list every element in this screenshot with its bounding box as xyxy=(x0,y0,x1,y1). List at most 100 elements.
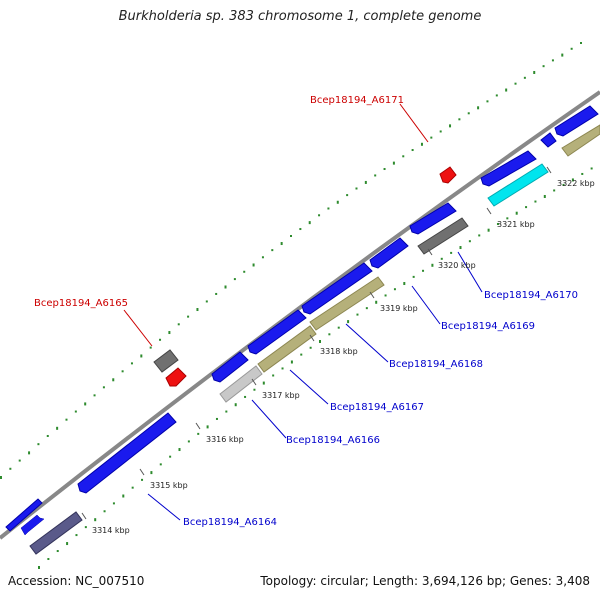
gc-dot xyxy=(561,53,564,57)
gc-dot xyxy=(46,434,49,437)
scale-tick xyxy=(81,512,87,520)
cds-feature[interactable] xyxy=(487,163,549,207)
gc-dot xyxy=(280,242,283,246)
gc-dot xyxy=(486,100,489,103)
gc-dot xyxy=(495,94,498,97)
gc-dot xyxy=(364,180,367,184)
genome-stats-text: Topology: circular; Length: 3,694,126 bp… xyxy=(260,574,590,588)
cds-feature[interactable] xyxy=(20,514,45,536)
cds-feature[interactable] xyxy=(29,511,83,555)
gene-label[interactable]: Bcep18194_A6168 xyxy=(389,359,483,370)
scale-tick xyxy=(546,166,552,174)
tick-label: 3319 kbp xyxy=(380,304,418,313)
trna-feature[interactable] xyxy=(439,166,457,184)
gc-dot xyxy=(300,353,303,356)
gc-dot xyxy=(347,320,350,324)
gene-label[interactable]: Bcep18194_A6171 xyxy=(310,95,404,106)
gene-label[interactable]: Bcep18194_A6165 xyxy=(34,298,128,309)
tick-label: 3314 kbp xyxy=(92,526,130,535)
gc-dot xyxy=(420,142,423,146)
gc-dot xyxy=(319,340,321,343)
cds-feature[interactable] xyxy=(409,202,457,235)
gene-label[interactable]: Bcep18194_A6167 xyxy=(330,402,424,413)
cds-feature[interactable] xyxy=(5,498,43,532)
cds-feature[interactable] xyxy=(301,262,373,315)
gc-dot xyxy=(206,425,209,429)
cds-feature[interactable] xyxy=(540,132,557,148)
gc-dot xyxy=(337,326,340,329)
cds-feature[interactable] xyxy=(219,365,263,403)
gc-dot xyxy=(253,388,256,391)
cds-feature[interactable] xyxy=(561,124,600,157)
gc-dot xyxy=(290,360,293,364)
cds-feature[interactable] xyxy=(247,309,307,355)
gc-dot xyxy=(514,82,517,85)
gene-label[interactable]: Bcep18194_A6169 xyxy=(441,321,535,332)
map-title: Burkholderia sp. 383 chromosome 1, compl… xyxy=(118,9,482,24)
tick-label: 3322 kbp xyxy=(557,179,595,188)
cds-feature[interactable] xyxy=(417,217,469,255)
genome-backbone xyxy=(0,90,600,540)
gc-dot xyxy=(140,354,143,358)
gc-dot xyxy=(121,370,124,373)
scale-tick xyxy=(369,291,375,299)
cds-feature[interactable] xyxy=(211,351,249,383)
gc-dot xyxy=(355,187,358,190)
gc-dot xyxy=(534,200,537,203)
gc-dot xyxy=(487,228,490,232)
gc-dot xyxy=(393,288,396,291)
gc-dot xyxy=(402,155,405,158)
gc-dot xyxy=(205,300,208,303)
gc-dot xyxy=(215,292,218,295)
gc-dot xyxy=(131,486,134,489)
gc-dot xyxy=(356,313,359,316)
gc-dot xyxy=(177,323,180,326)
gc-dot xyxy=(9,467,12,470)
cds-feature[interactable] xyxy=(554,105,599,137)
scale-tick xyxy=(309,334,315,342)
gene-label[interactable]: Bcep18194_A6164 xyxy=(183,517,277,528)
gc-dot xyxy=(130,362,133,365)
gc-dot xyxy=(56,550,59,553)
trna-feature[interactable] xyxy=(165,367,187,387)
gc-dot xyxy=(262,381,265,385)
cds-feature[interactable] xyxy=(257,325,317,373)
scale-tick xyxy=(195,422,201,430)
gc-dot xyxy=(215,417,218,420)
outer-feature-track xyxy=(153,166,457,387)
gc-dot xyxy=(533,70,536,74)
gc-dot xyxy=(94,518,97,522)
gc-dot xyxy=(37,443,40,446)
gc-dot xyxy=(299,228,302,231)
gc-dot xyxy=(271,249,274,252)
gc-dot xyxy=(412,275,415,278)
gc-dot xyxy=(515,211,518,215)
gc-dot xyxy=(18,459,21,462)
gc-dot xyxy=(233,278,236,281)
gc-dot xyxy=(327,207,330,210)
gene-label[interactable]: Bcep18194_A6170 xyxy=(484,290,578,301)
gc-dot xyxy=(590,167,593,170)
cds-feature[interactable] xyxy=(480,150,537,187)
tick-label: 3315 kbp xyxy=(150,481,188,490)
gc-dot xyxy=(290,235,292,237)
accession-text: Accession: NC_007510 xyxy=(8,574,145,588)
gc-dot xyxy=(309,346,312,349)
cds-feature[interactable] xyxy=(369,237,409,269)
gc-dot xyxy=(28,451,31,455)
gc-dot xyxy=(523,76,526,79)
tick-label: 3316 kbp xyxy=(206,435,244,444)
gc-dot xyxy=(141,478,144,481)
inner-dot-track xyxy=(38,167,593,569)
gc-dot xyxy=(272,374,275,377)
cds-feature[interactable] xyxy=(77,412,177,494)
cds-feature[interactable] xyxy=(309,276,385,331)
gc-dot xyxy=(159,338,162,341)
gc-dot xyxy=(384,294,387,297)
feature-gray-block[interactable] xyxy=(153,349,179,373)
gc-dot xyxy=(553,189,556,192)
gene-label[interactable]: Bcep18194_A6166 xyxy=(286,435,380,446)
gc-dot xyxy=(74,410,77,413)
gc-dot xyxy=(149,346,152,349)
